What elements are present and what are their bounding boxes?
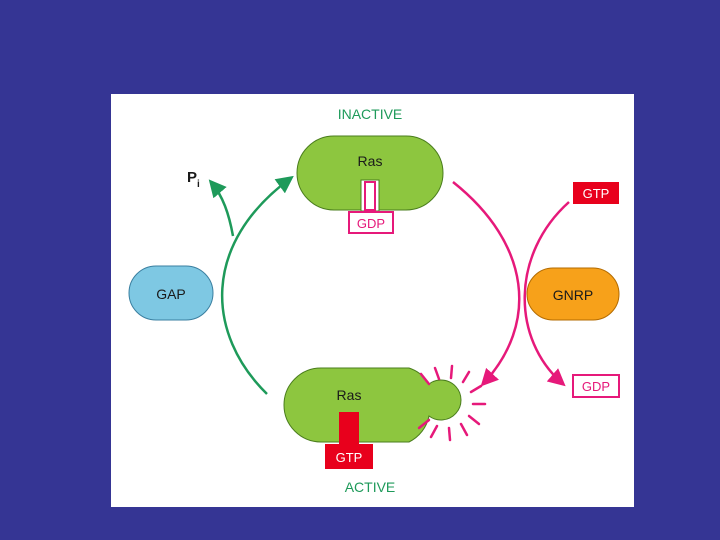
active-ras-label: Ras [337, 387, 362, 403]
gdp-out-label: GDP [582, 379, 610, 394]
activation-arc [452, 181, 521, 387]
activity-rays [417, 364, 487, 442]
active-state-label: ACTIVE [345, 479, 396, 495]
active-ras-shape [283, 367, 462, 443]
gtp-bound-stem [339, 412, 359, 446]
phosphate-label: Pi [187, 169, 200, 190]
gnrp-label: GNRP [553, 287, 593, 303]
gtp-in-badge [573, 182, 619, 204]
gap-label: GAP [156, 286, 186, 302]
inactive-ras-label: Ras [358, 153, 383, 169]
gtp-bound-badge [325, 444, 373, 469]
gap-node [128, 265, 214, 321]
gdp-bound-label: GDP [357, 216, 385, 231]
gdp-out-badge [572, 374, 620, 398]
ras-cycle-diagram: INACTIVE Ras GDP GAP Pi GNRP GTP GDP Ras… [128, 106, 620, 495]
gdp-bound-badge [348, 211, 394, 234]
gap-hydrolysis-arc [220, 175, 294, 395]
gnrp-node [526, 267, 620, 321]
inactive-state-label: INACTIVE [338, 106, 403, 122]
gtp-bound-label: GTP [336, 450, 363, 465]
gdp-bound-stem [364, 181, 376, 211]
figure-panel: INACTIVE Ras GDP GAP Pi GNRP GTP GDP Ras… [111, 94, 634, 507]
gtp-in-arrow [523, 201, 570, 387]
phosphate-release-arrow [208, 179, 235, 237]
gtp-in-label: GTP [583, 186, 610, 201]
